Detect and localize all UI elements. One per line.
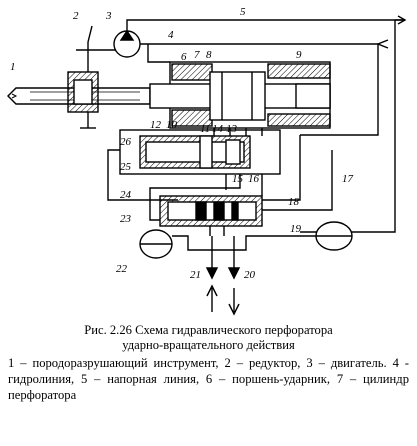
label-16: 16 bbox=[248, 173, 260, 185]
figure-caption-title: Рис. 2.26 Схема гидравлического перфорат… bbox=[84, 323, 333, 337]
motor bbox=[113, 29, 141, 58]
label-4: 4 bbox=[168, 29, 174, 41]
label-25: 25 bbox=[120, 161, 132, 173]
label-13: 13 bbox=[226, 123, 238, 135]
callout-labels: 1 2 3 4 5 6 7 8 9 10 11 12 13 14 15 16 1… bbox=[10, 6, 354, 281]
label-5: 5 bbox=[240, 6, 246, 18]
accumulators bbox=[139, 221, 353, 259]
figure-caption-subtitle: ударно-вращательного действия bbox=[122, 338, 295, 352]
figure-legend: 1 – породоразрушающий инструмент, 2 – ре… bbox=[8, 356, 409, 402]
label-7: 7 bbox=[194, 49, 200, 61]
label-12: 12 bbox=[150, 119, 162, 131]
label-9: 9 bbox=[296, 49, 302, 61]
label-1: 1 bbox=[10, 61, 16, 73]
label-26: 26 bbox=[120, 136, 132, 148]
label-17: 17 bbox=[342, 173, 354, 185]
hydraulic-lines bbox=[126, 15, 407, 150]
perforator-schematic: 1 2 3 4 5 6 7 8 9 10 11 12 13 14 15 16 1… bbox=[7, 6, 407, 316]
label-3: 3 bbox=[105, 10, 112, 22]
cylinder bbox=[149, 61, 331, 129]
label-6: 6 bbox=[181, 51, 187, 63]
label-11: 11 bbox=[200, 123, 210, 135]
label-18: 18 bbox=[288, 196, 300, 208]
label-20: 20 bbox=[244, 269, 256, 281]
label-19: 19 bbox=[290, 223, 302, 235]
label-2: 2 bbox=[73, 10, 79, 22]
label-23: 23 bbox=[120, 213, 132, 225]
supply-drain-lines bbox=[205, 236, 241, 316]
label-14: 14 bbox=[212, 123, 224, 135]
label-8: 8 bbox=[206, 49, 212, 61]
label-10: 10 bbox=[166, 119, 178, 131]
reducer bbox=[67, 25, 118, 129]
spool-valve bbox=[159, 195, 263, 236]
distributor-valve bbox=[119, 128, 281, 175]
label-24: 24 bbox=[120, 189, 132, 201]
label-21: 21 bbox=[190, 269, 201, 281]
label-15: 15 bbox=[232, 173, 244, 185]
label-22: 22 bbox=[116, 263, 128, 275]
